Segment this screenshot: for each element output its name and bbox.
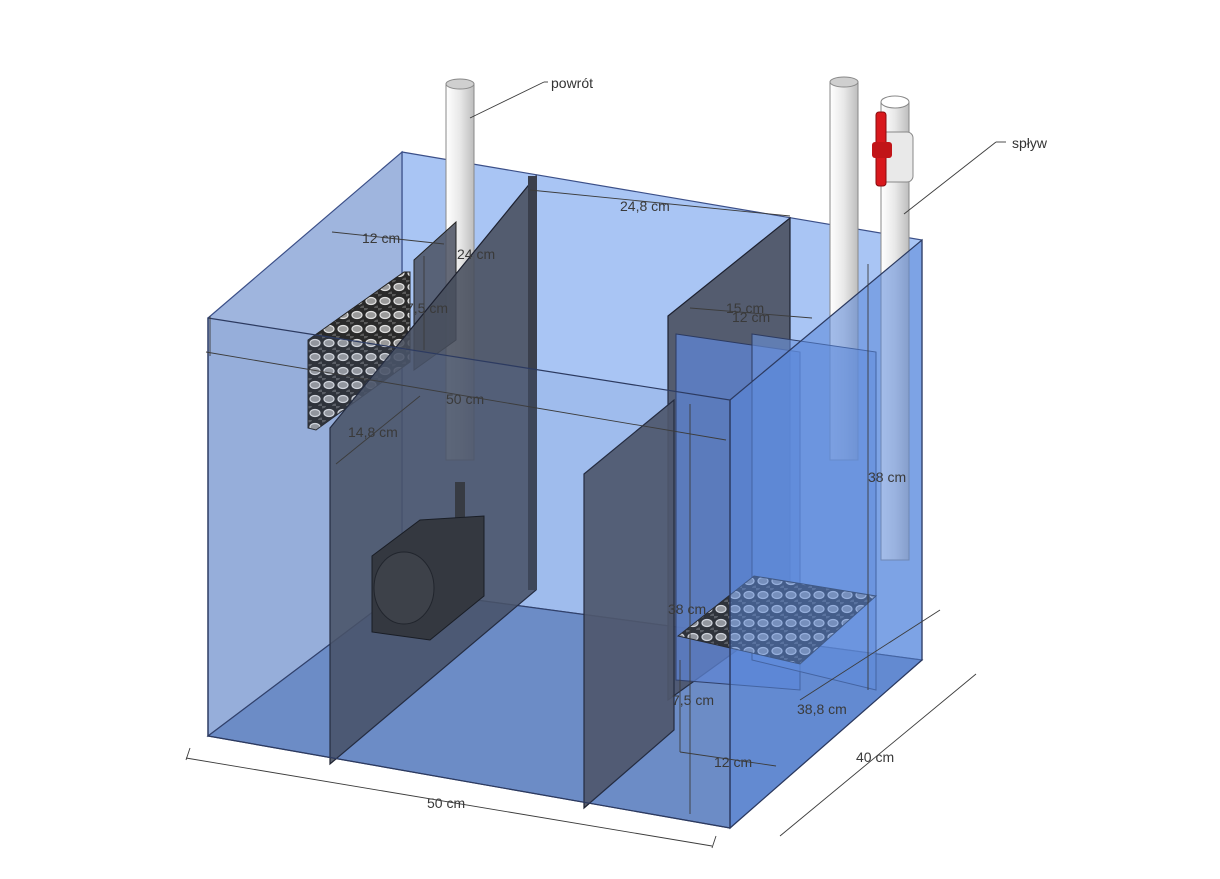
dim-right-chamber: 15 cm [726,300,764,316]
dim-baffle-height: 24 cm [457,246,495,262]
dim-right-depth: 38,8 cm [797,701,847,717]
dim-left-gap: 14,8 cm [348,424,398,440]
dim-left-chamber: 12 cm [362,230,400,246]
dim-overflow-height: 38 cm [868,469,906,485]
ball-valve [872,111,892,187]
dim-sponge-height: 7,5 cm [406,300,448,316]
dim-total-width: 50 cm [427,795,465,811]
callout-overflow: spływ [1012,135,1048,151]
dimension-lines [185,81,1006,849]
dim-middle-chamber: 24,8 cm [620,198,670,214]
dim-inner-width: 50 cm [446,391,484,407]
dim-right-inner: 12 cm [732,309,770,325]
right-baffle-low [583,398,675,810]
callout-return: powrót [551,75,593,91]
dim-right-wall-height: 38 cm [668,601,706,617]
dim-total-depth: 40 cm [856,749,894,765]
dim-bottom-depth: 12 cm [714,754,752,770]
pump [371,482,485,641]
dim-bottom-gap: 7,5 cm [672,692,714,708]
